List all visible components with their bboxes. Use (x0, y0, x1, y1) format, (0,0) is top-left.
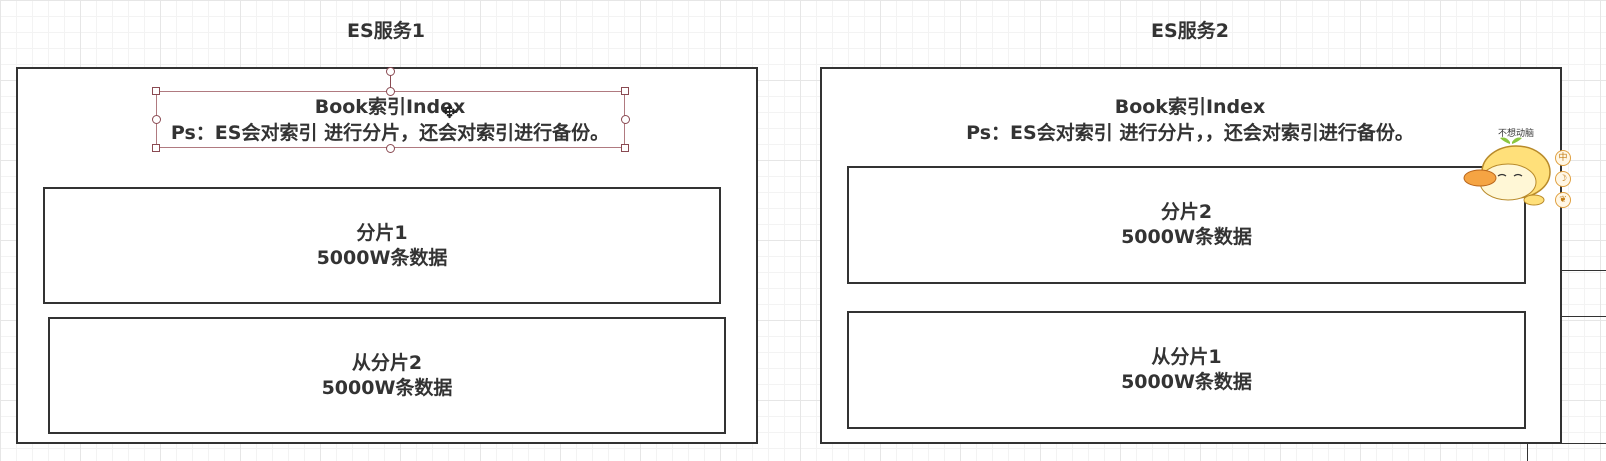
server-1-shard-2[interactable]: 从分片2 5000W条数据 (48, 317, 726, 434)
server-2-shard-1[interactable]: 分片2 5000W条数据 (847, 166, 1526, 284)
resize-handle-sw[interactable] (152, 144, 160, 152)
server-2-index-title: Book索引Index (1114, 96, 1266, 118)
shard-name: 从分片2 (351, 351, 423, 374)
duck-mascot-icon: 不想动脑 (1463, 127, 1551, 206)
shard-name: 分片2 (1160, 201, 1213, 223)
rotate-handle[interactable] (386, 67, 395, 76)
shard-detail: 5000W条数据 (321, 376, 453, 399)
move-cursor-icon: ✥ (442, 102, 458, 123)
side-button-3[interactable]: ❦ (1555, 192, 1571, 208)
duck-mascot-icon[interactable]: 不想动脑 (1458, 124, 1558, 214)
side-button-1[interactable]: 中 (1555, 150, 1571, 166)
edge-box (1527, 443, 1606, 461)
resize-handle-se[interactable] (621, 144, 629, 152)
side-button-2[interactable]: ☽ (1555, 171, 1571, 187)
server-1-index-note: Ps：ES会对索引 进行分片，还会对索引进行备份。 (170, 122, 610, 144)
shard-detail: 5000W条数据 (1121, 226, 1252, 248)
shard-detail: 5000W条数据 (316, 246, 448, 269)
resize-handle-e[interactable] (621, 115, 630, 124)
server-2-index-label[interactable]: Book索引Index Ps：ES会对索引 进行分片，，还会对索引进行备份。 (950, 94, 1430, 146)
server-2-shard-2[interactable]: 从分片1 5000W条数据 (847, 311, 1526, 429)
server-1-index-label[interactable]: Book索引Index Ps：ES会对索引 进行分片，还会对索引进行备份。 (150, 94, 630, 146)
resize-handle-s[interactable] (386, 144, 395, 153)
server-2-title: ES服务2 (1151, 20, 1229, 42)
resize-handle-nw[interactable] (152, 87, 160, 95)
shard-detail: 5000W条数据 (1121, 371, 1252, 393)
server-1-title: ES服务1 (347, 20, 425, 42)
shard-name: 从分片1 (1151, 346, 1222, 368)
server-1-shard-1[interactable]: 分片1 5000W条数据 (43, 187, 721, 304)
resize-handle-w[interactable] (152, 115, 161, 124)
mascot-caption: 不想动脑 (1498, 127, 1534, 139)
rotate-stem (390, 74, 391, 91)
server-1-index-title: Book索引Index (314, 96, 466, 118)
edge-line (1562, 316, 1606, 317)
shard-name: 分片1 (356, 221, 408, 244)
resize-handle-ne[interactable] (621, 87, 629, 95)
resize-handle-n[interactable] (386, 87, 395, 96)
server-2-index-note: Ps：ES会对索引 进行分片，，还会对索引进行备份。 (966, 122, 1414, 144)
edge-line (1562, 270, 1606, 271)
